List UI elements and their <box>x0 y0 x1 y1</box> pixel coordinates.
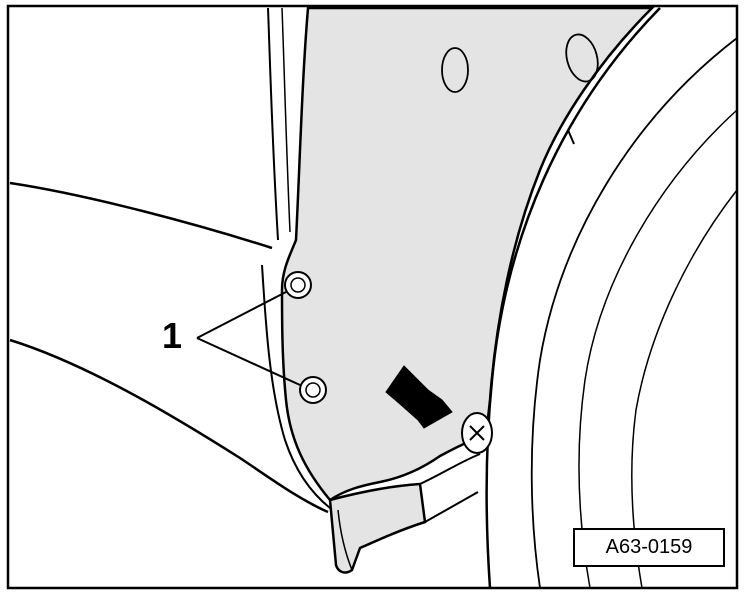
wheel-arch-liner-panel <box>280 6 656 502</box>
mud-flap-fold <box>337 509 353 571</box>
tire-arc-3 <box>578 109 738 589</box>
leader-line-lower <box>196 337 301 386</box>
tire-arc-2 <box>530 37 738 589</box>
phillips-screw <box>461 412 493 454</box>
fender-edge-inner <box>281 7 291 233</box>
fender-edge-outer <box>267 7 279 241</box>
liner-edge-tick <box>567 129 575 145</box>
callout-label-1: 1 <box>162 315 183 356</box>
bolt-upper <box>284 271 312 299</box>
reference-code: A63-0159 <box>605 536 693 558</box>
body-panel-line-lower <box>9 338 329 514</box>
mud-flap <box>328 482 427 574</box>
liner-bottom-edge <box>419 453 481 485</box>
bolt-lower <box>299 376 327 404</box>
pointer-arrow-icon <box>385 365 453 429</box>
tire-outer-arc <box>485 7 661 589</box>
leader-line-upper <box>196 291 287 339</box>
reference-code-box: A63-0159 <box>573 528 725 567</box>
liner-hole-left <box>441 47 469 93</box>
body-panel-line-upper <box>9 181 273 250</box>
liner-hole-right <box>565 33 599 83</box>
mud-flap-edge <box>424 491 479 523</box>
fender-lip-outer <box>261 264 331 509</box>
